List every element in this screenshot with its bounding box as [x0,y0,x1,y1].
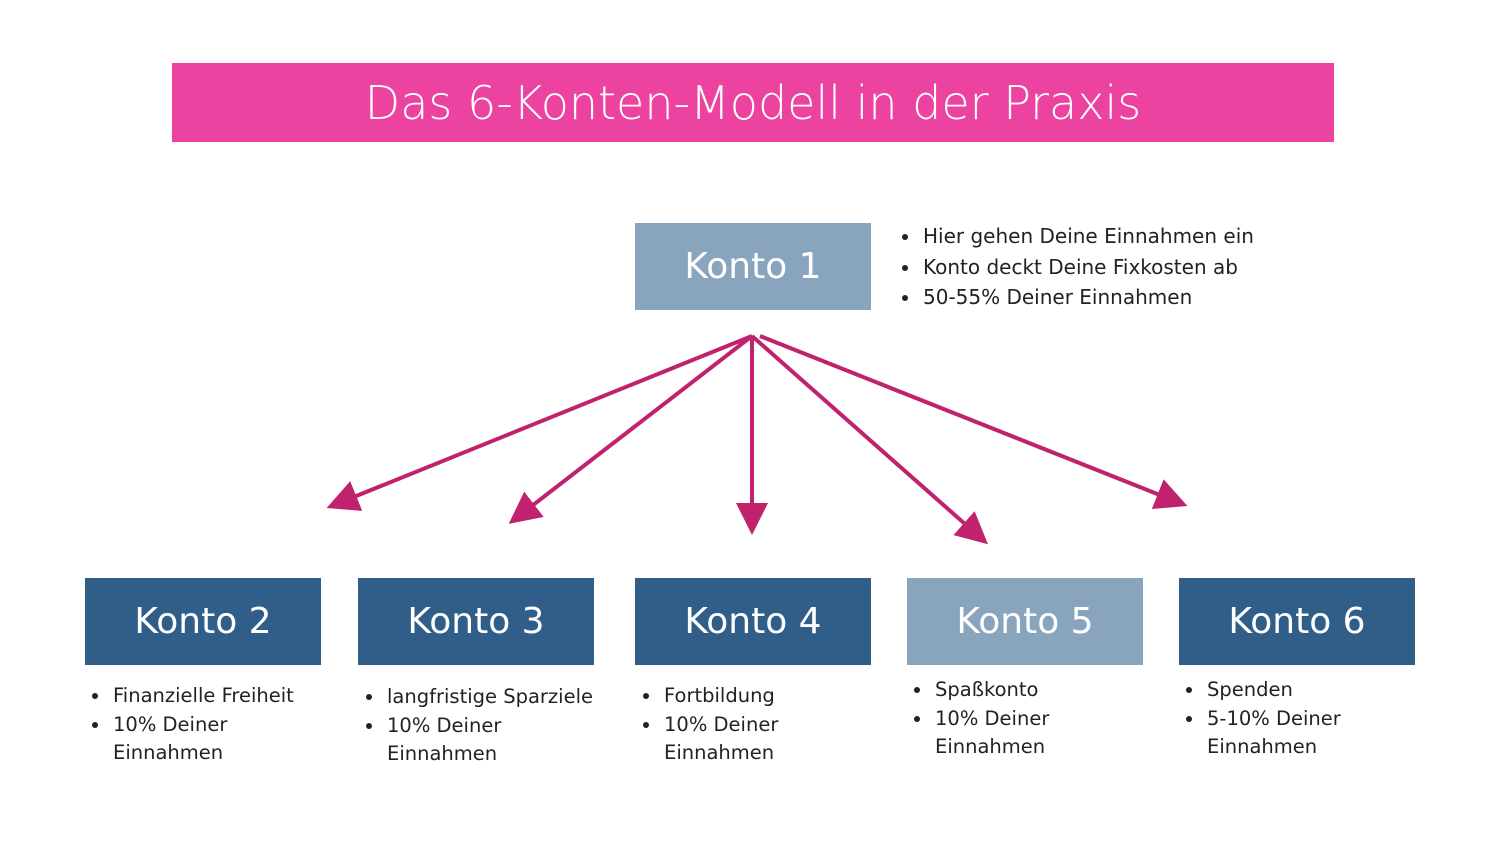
arrow-to-konto-6 [759,334,1188,510]
bullet: 10% Deiner Einnahmen [933,705,1093,762]
title-banner: Das 6-Konten-Modell in der Praxis [172,63,1334,142]
konto-4-bullets: Fortbildung 10% Deiner Einnahmen [644,682,822,768]
bullet: 10% Deiner Einnahmen [662,711,822,768]
bullet: Spenden [1205,676,1380,705]
konto-2-bullets: Finanzielle Freiheit 10% Deiner Einnahme… [93,682,331,768]
bullet: 5-10% Deiner Einnahmen [1205,705,1380,762]
konto-5-bullets: Spaßkonto 10% Deiner Einnahmen [915,676,1093,762]
konto-6-box: Konto 6 [1179,578,1415,665]
bullet: Konto deckt Deine Fixkosten ab [921,252,1301,283]
konto-4-box: Konto 4 [635,578,871,665]
bullet: 10% Deiner Einnahmen [111,711,331,768]
bullet: 50-55% Deiner Einnahmen [921,282,1301,313]
konto-1-box: Konto 1 [635,223,871,310]
konto-6-bullets: Spenden 5-10% Deiner Einnahmen [1187,676,1380,762]
konto-5-box: Konto 5 [907,578,1143,665]
arrow-to-konto-2 [326,334,753,511]
bullet: Finanzielle Freiheit [111,682,331,711]
bullet: Hier gehen Deine Einnahmen ein [921,221,1301,252]
konto-3-bullets: langfristige Sparziele 10% Deiner Einnah… [367,683,610,769]
bullet: Spaßkonto [933,676,1093,705]
bullet: 10% Deiner Einnahmen [385,712,610,769]
bullet: Fortbildung [662,682,822,711]
arrow-to-konto-5 [750,334,988,545]
arrow-to-konto-3 [508,334,754,524]
konto-2-box: Konto 2 [85,578,321,665]
konto-3-box: Konto 3 [358,578,594,665]
konto-1-bullets: Hier gehen Deine Einnahmen ein Konto dec… [903,221,1301,313]
bullet: langfristige Sparziele [385,683,610,712]
